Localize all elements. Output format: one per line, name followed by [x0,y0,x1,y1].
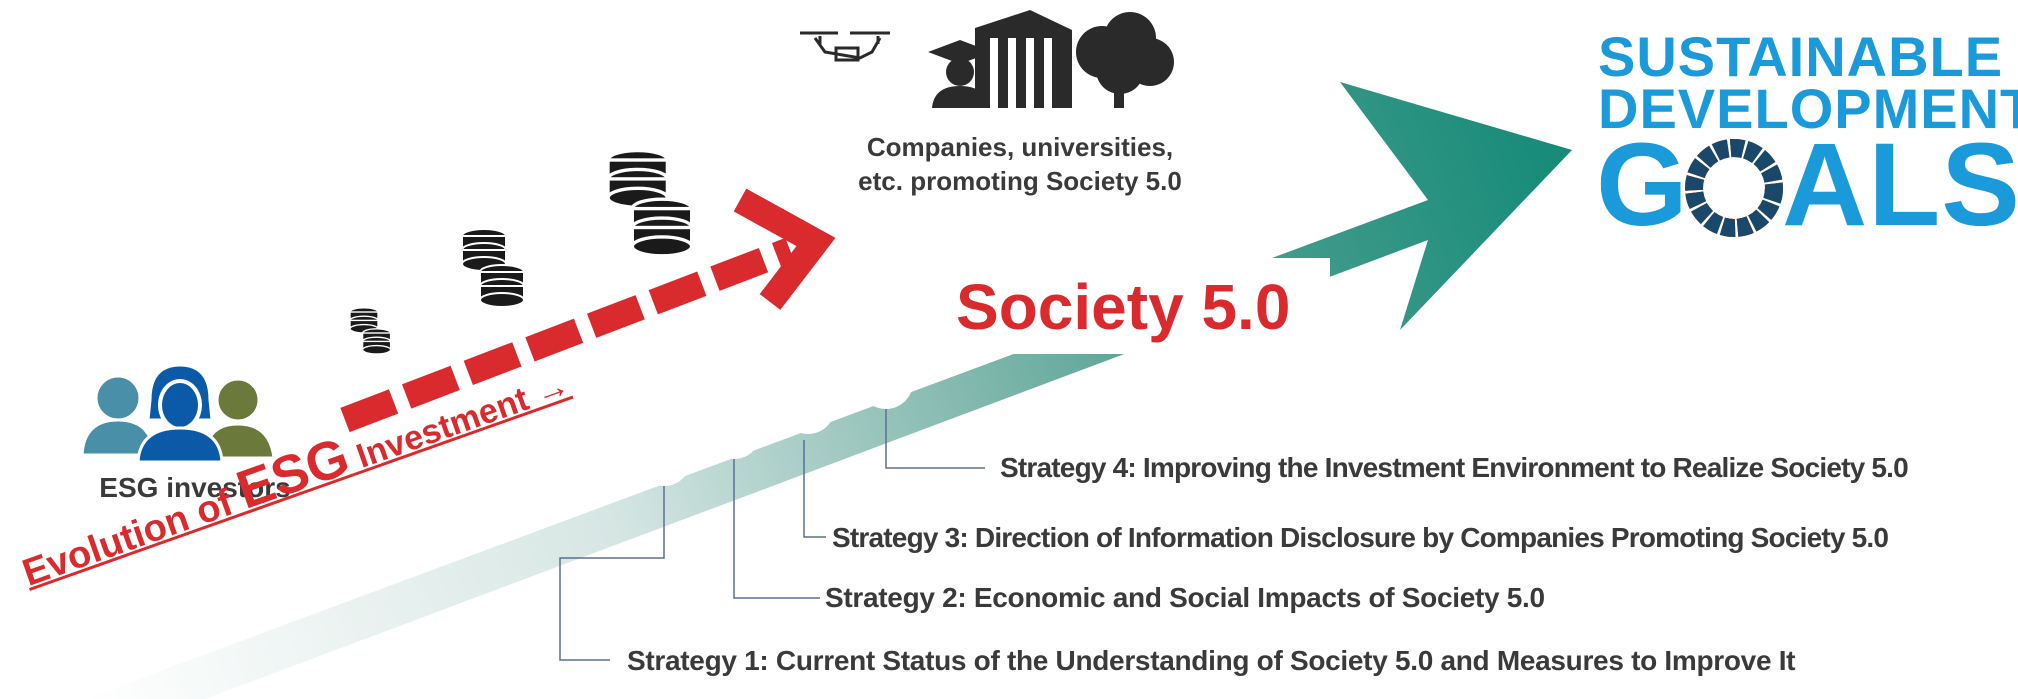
investor-center-icon [136,363,224,464]
sdg-line-1: SUSTAINABLE [1598,25,2004,88]
strategy-1-marker [637,432,691,486]
people-icon [80,363,276,464]
society-label: Society 5.0 [956,271,1291,343]
coin-stack-icon [606,148,694,258]
society-label-box: Society 5.0 [930,258,1330,354]
strategy-4-marker [859,355,913,409]
companies-label: Companies, universities, etc. promoting … [800,130,1240,198]
investors-label: ESG investors [99,472,291,503]
strategy-4-label: Strategy 4: Improving the Investment Env… [1000,452,1909,483]
sdg-wheel-icon [1685,139,1783,237]
building-icon [975,10,1072,108]
strategy-3-marker [781,380,835,434]
sdg-goals-g: G [1596,119,1689,251]
companies-line-2: etc. promoting Society 5.0 [858,166,1182,196]
strategy-3-label: Strategy 3: Direction of Information Dis… [832,522,1889,553]
leader-lines [559,409,985,661]
investment-arrow [340,188,836,433]
sdg-goals-als: ALS [1782,119,2018,251]
sdg-line-2: DEVELOPMENT [1598,77,2018,140]
tree-icon [1076,12,1174,108]
coin-stack-icon [349,307,392,355]
strategy-2-label: Strategy 2: Economic and Social Impacts … [825,582,1545,613]
coin-stack-icon [461,228,525,308]
progress-arrow [85,82,1572,699]
strategy-2-marker [707,405,761,459]
drone-icon [800,31,890,62]
strategy-1-label: Strategy 1: Current Status of the Unders… [627,645,1796,676]
companies-line-1: Companies, universities, [866,132,1174,162]
